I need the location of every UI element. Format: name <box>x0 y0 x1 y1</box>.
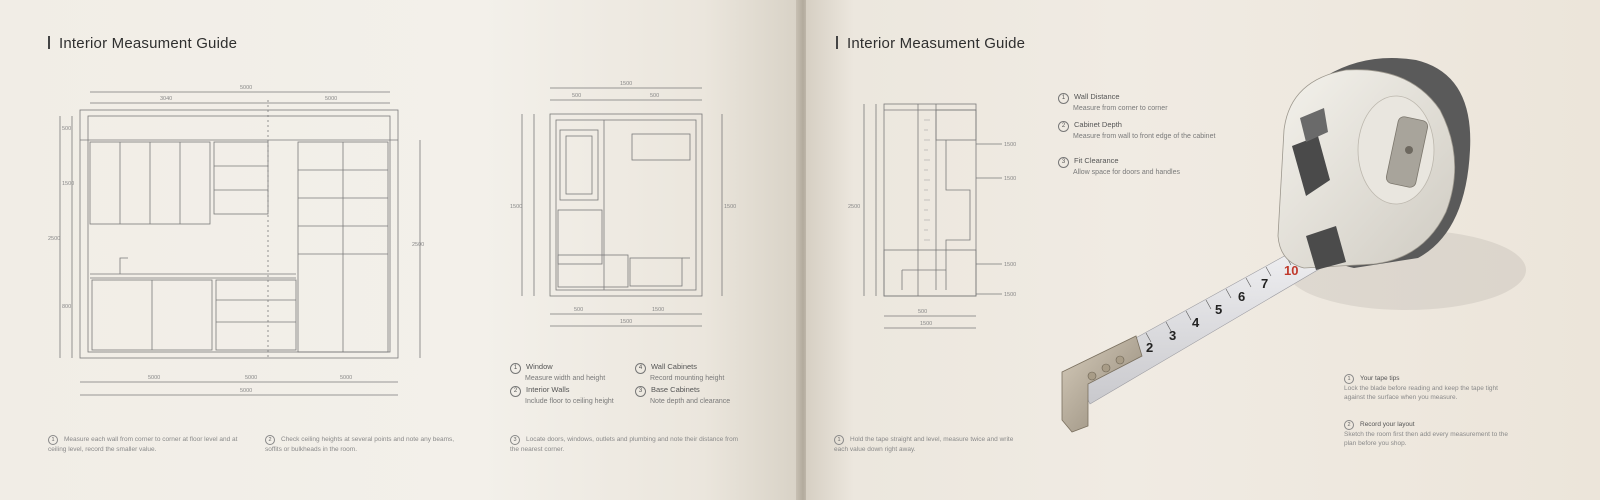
tape-number-7: 7 <box>1261 276 1268 291</box>
tape-lock-button <box>1300 108 1328 142</box>
kitchen-dim-top-left: 3040 <box>160 96 172 102</box>
kitchen-dim-bottom-b: 5000 <box>245 375 257 381</box>
room-dim-left: 1500 <box>510 204 522 210</box>
elev-dim-1: 1500 <box>1004 142 1016 148</box>
left-page: Interior Measument Guide <box>0 0 800 500</box>
room-dim-overall: 1500 <box>620 81 632 87</box>
kitchen-dim-left-4: 800 <box>62 304 71 310</box>
tape-grip <box>1292 136 1330 196</box>
cabinet-section-drawing: 1500 1500 1500 1500 500 1500 2500 <box>848 103 1016 329</box>
room-plan-drawing: 1500 500 500 500 1500 1500 1500 1500 <box>510 81 736 327</box>
kitchen-dim-bottom-a: 5000 <box>148 375 160 381</box>
room-dim-top-b: 500 <box>650 93 659 99</box>
room-dim-top-a: 500 <box>572 93 581 99</box>
kitchen-dim-left-1: 500 <box>62 126 71 132</box>
room-dim-bottom-b: 1500 <box>652 307 664 313</box>
tape-number-6: 6 <box>1238 289 1245 304</box>
tape-number-10: 10 <box>1284 263 1298 278</box>
elev-dim-bottom-a: 500 <box>918 309 927 315</box>
room-dim-bottom-total: 1500 <box>620 319 632 325</box>
kitchen-dim-overall: 5000 <box>240 85 252 91</box>
tape-number-5: 5 <box>1215 302 1222 317</box>
kitchen-dim-right-1: 2500 <box>412 242 424 248</box>
kitchen-dim-bottom-total: 5000 <box>240 388 252 394</box>
kitchen-elevation-drawing: 5000 3040 5000 5000 5000 5000 5000 500 1… <box>48 85 424 396</box>
left-page-title: Interior Measument Guide <box>48 35 237 52</box>
tape-measure: 2 3 4 5 6 7 10 <box>1061 58 1526 433</box>
kitchen-dim-left-2: 1500 <box>62 181 74 187</box>
elev-dim-4: 1500 <box>1004 292 1016 298</box>
elev-dim-left: 2500 <box>848 204 860 210</box>
kitchen-dim-left-3: 2500 <box>48 236 60 242</box>
title-bar <box>836 36 838 49</box>
elev-dim-2: 1500 <box>1004 176 1016 182</box>
title-bar <box>48 36 50 49</box>
tape-number-3: 3 <box>1169 328 1176 343</box>
right-page-title: Interior Measument Guide <box>836 35 1025 52</box>
tape-number-4: 4 <box>1192 315 1200 330</box>
room-dim-bottom-a: 500 <box>574 307 583 313</box>
room-dim-right: 1500 <box>724 204 736 210</box>
kitchen-dim-top-right: 5000 <box>325 96 337 102</box>
kitchen-dim-bottom-c: 5000 <box>340 375 352 381</box>
elev-dim-bottom-b: 1500 <box>920 321 932 327</box>
elev-dim-3: 1500 <box>1004 262 1016 268</box>
right-page: Interior Measument Guide <box>806 0 1600 500</box>
tape-number-2: 2 <box>1146 340 1153 355</box>
